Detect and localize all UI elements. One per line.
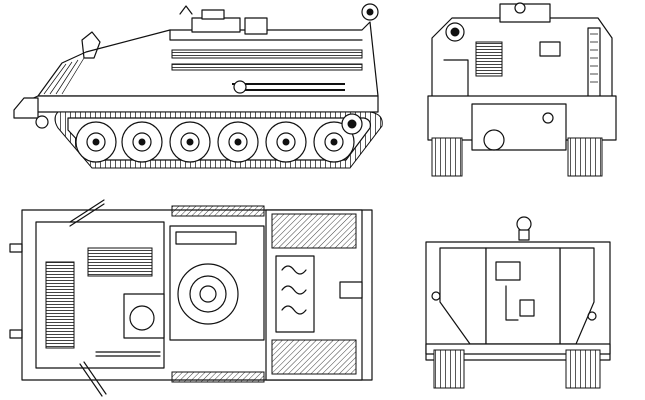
front-rack-bars [590,33,598,83]
top-rear-hatch [339,281,363,299]
front-side-rack [587,27,601,99]
rear-track-left [433,349,465,389]
rear-view [425,216,611,389]
top-driver-periscope [129,305,155,331]
top-front-brackets [9,243,23,339]
top-track-upper [171,205,265,217]
front-panel [539,41,561,57]
top-louvre-block [87,247,153,277]
side-glacis-ribs [43,57,85,95]
top-tool-bar-lower [79,361,107,397]
rear-light [516,216,532,232]
side-periscope [179,5,193,15]
side-cable-reel [233,80,247,94]
rear-track-right [565,349,601,389]
front-center-plate [471,103,567,151]
top-side-rail [95,351,161,357]
front-rail [443,59,469,97]
side-hull-lower [19,95,379,113]
top-deck-grille-upper [271,213,357,249]
side-spotlight-lens [366,8,374,16]
front-cupola-light [514,2,526,14]
side-louvre-top [171,49,363,59]
top-front-grille [45,261,75,349]
side-view [13,3,383,169]
rear-light-mount [518,229,530,241]
front-track-left [431,137,463,177]
front-view [427,2,617,177]
side-roof-rail [169,29,363,41]
top-track-lower [171,371,265,383]
side-crew-figure [81,31,101,59]
top-cupola-center [199,285,217,303]
side-louvre-bottom [171,63,363,71]
side-hatch [191,17,241,33]
rear-light-left [431,291,441,301]
top-deck-grille-lower [271,339,357,375]
front-grille-left [475,41,503,77]
front-headlight-left-lens [450,27,460,37]
rear-light-right [587,311,597,321]
side-front-bumper [13,97,39,119]
front-track-right [567,137,603,177]
side-headlight [35,115,49,129]
top-view [9,199,373,397]
side-road-wheels [75,121,355,163]
top-exhaust-pipes [281,265,307,315]
front-tow-hook [542,112,554,124]
rear-door-handle [505,285,519,321]
rear-bumper [425,343,611,355]
side-box [244,17,268,35]
rear-door-window [495,261,521,281]
top-exhaust-box [275,255,315,333]
top-roof-box [175,231,237,245]
top-tool-bar [69,199,105,227]
side-cupola [201,9,225,20]
top-cupola-inner [189,275,227,313]
side-sprocket-hub [347,119,357,129]
rear-door-latch [519,299,535,317]
front-cupola [499,3,551,23]
front-tow-ring [483,129,505,151]
